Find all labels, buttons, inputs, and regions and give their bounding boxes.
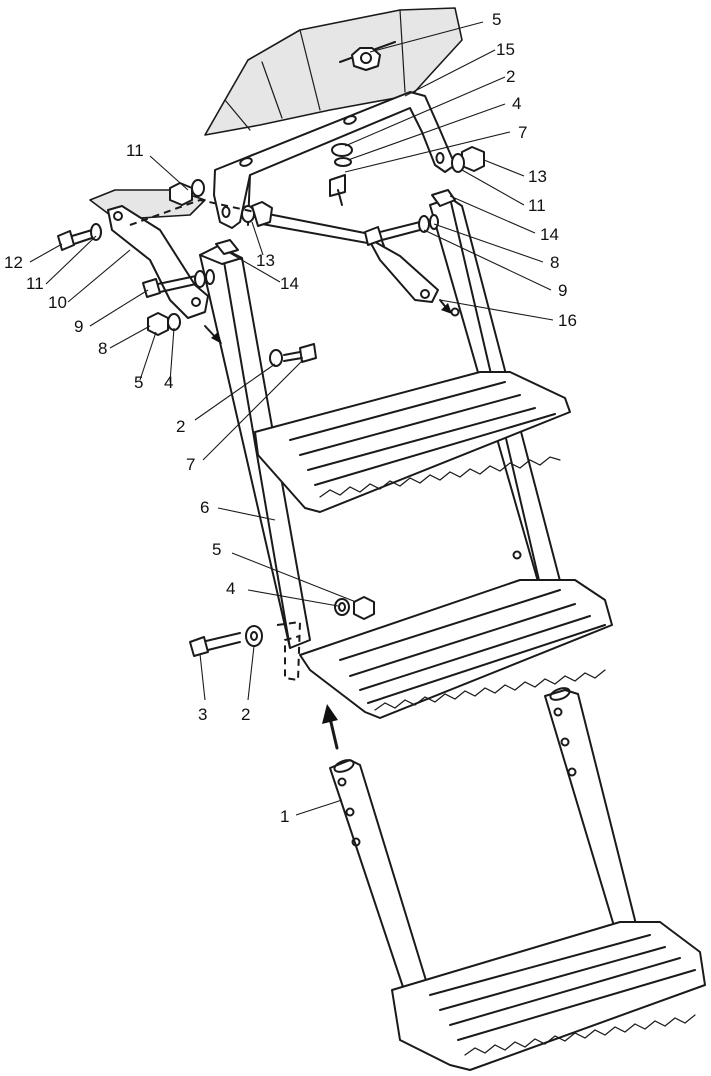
- bracket-dashed-line: [129, 198, 256, 226]
- callout-15: 15: [496, 40, 515, 59]
- callout-11-top-left: 11: [126, 141, 144, 160]
- callout-5-left: 5: [134, 373, 143, 392]
- callout-3: 3: [198, 705, 207, 724]
- vehicle-body-fragment: [204, 7, 463, 136]
- assembly-arrowhead: [322, 704, 338, 724]
- upper-bracket: [213, 91, 456, 229]
- left-small-arrowhead: [211, 332, 222, 344]
- side-bracket: [89, 189, 209, 319]
- body-nut: [351, 47, 381, 71]
- callout-14-left: 14: [280, 274, 299, 293]
- callout-7-top: 7: [518, 123, 527, 142]
- right-small-arrowhead: [441, 303, 452, 314]
- callout-14-right: 14: [540, 225, 559, 244]
- lower-ladder: [329, 687, 706, 1071]
- callout-10: 10: [48, 293, 67, 312]
- upper-ladder: [199, 197, 613, 719]
- callout-6: 6: [200, 498, 209, 517]
- callout-labels: 5 15 2 4 7 13 11 14 8 9 16 11 12 11 13 1…: [4, 10, 577, 826]
- callout-13-right: 13: [528, 167, 547, 186]
- callout-5-top: 5: [492, 10, 501, 29]
- callout-4-top: 4: [512, 94, 521, 113]
- leader-lines: [29, 21, 554, 816]
- callout-2-mid: 2: [176, 417, 185, 436]
- callout-13-left: 13: [256, 251, 275, 270]
- callout-2-lower: 2: [241, 705, 250, 724]
- callout-16: 16: [558, 311, 577, 330]
- callout-12: 12: [4, 253, 23, 272]
- mounting-dashed-line: [276, 620, 302, 682]
- assembly-arrow-shaft: [328, 716, 339, 750]
- callout-11-left: 11: [26, 274, 44, 293]
- callout-11-right: 11: [528, 196, 546, 215]
- callout-8-right: 8: [550, 253, 559, 272]
- callout-7-mid: 7: [186, 455, 195, 474]
- callout-5-lower: 5: [212, 540, 221, 559]
- callout-9-right: 9: [558, 281, 567, 300]
- callout-1: 1: [280, 807, 289, 826]
- callout-4-lower: 4: [226, 579, 235, 598]
- callout-8-left: 8: [98, 339, 107, 358]
- callout-2-top: 2: [506, 67, 515, 86]
- callout-4-left: 4: [164, 373, 173, 392]
- callout-9-left: 9: [74, 317, 83, 336]
